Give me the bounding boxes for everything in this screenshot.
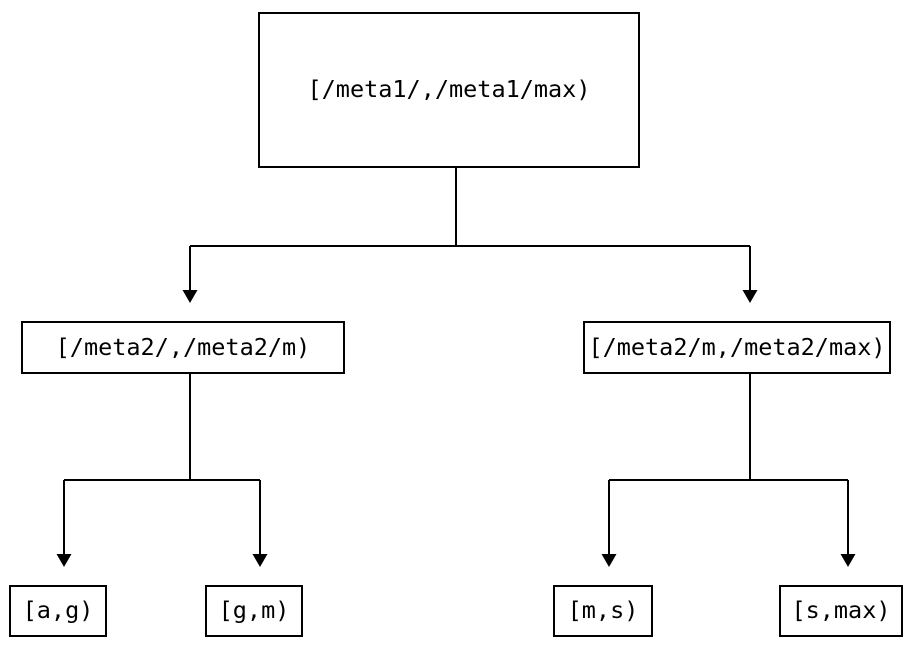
edge-root-R1	[455, 168, 758, 303]
tree-node-label: [s,max)	[791, 596, 891, 625]
arrowhead-icon	[742, 290, 758, 303]
edge-R1-RL	[601, 374, 751, 567]
edge-root-L1	[182, 168, 457, 303]
tree-node-rl: [m,s)	[553, 585, 653, 637]
tree-node-l1: [/meta2/,/meta2/m)	[21, 321, 345, 374]
edge-R1-RR	[749, 374, 856, 567]
tree-node-lr: [g,m)	[205, 585, 303, 637]
arrowhead-icon	[182, 290, 198, 303]
edges-group	[56, 168, 856, 567]
arrowhead-icon	[840, 554, 856, 567]
tree-node-rr: [s,max)	[779, 585, 903, 637]
tree-node-r1: [/meta2/m,/meta2/max)	[583, 321, 891, 374]
tree-node-root: [/meta1/,/meta1/max)	[258, 12, 640, 168]
tree-node-label: [a,g)	[22, 596, 94, 625]
arrowhead-icon	[252, 554, 268, 567]
tree-node-label: [/meta2/,/meta2/m)	[55, 332, 311, 361]
arrowhead-icon	[56, 554, 72, 567]
tree-node-label: [m,s)	[567, 596, 639, 625]
edge-L1-LL	[56, 374, 191, 567]
arrowhead-icon	[601, 554, 617, 567]
tree-node-ll: [a,g)	[9, 585, 107, 637]
edge-L1-LR	[189, 374, 268, 567]
tree-node-label: [/meta1/,/meta1/max)	[307, 75, 591, 104]
tree-node-label: [/meta2/m,/meta2/max)	[588, 332, 886, 361]
tree-node-label: [g,m)	[218, 596, 290, 625]
